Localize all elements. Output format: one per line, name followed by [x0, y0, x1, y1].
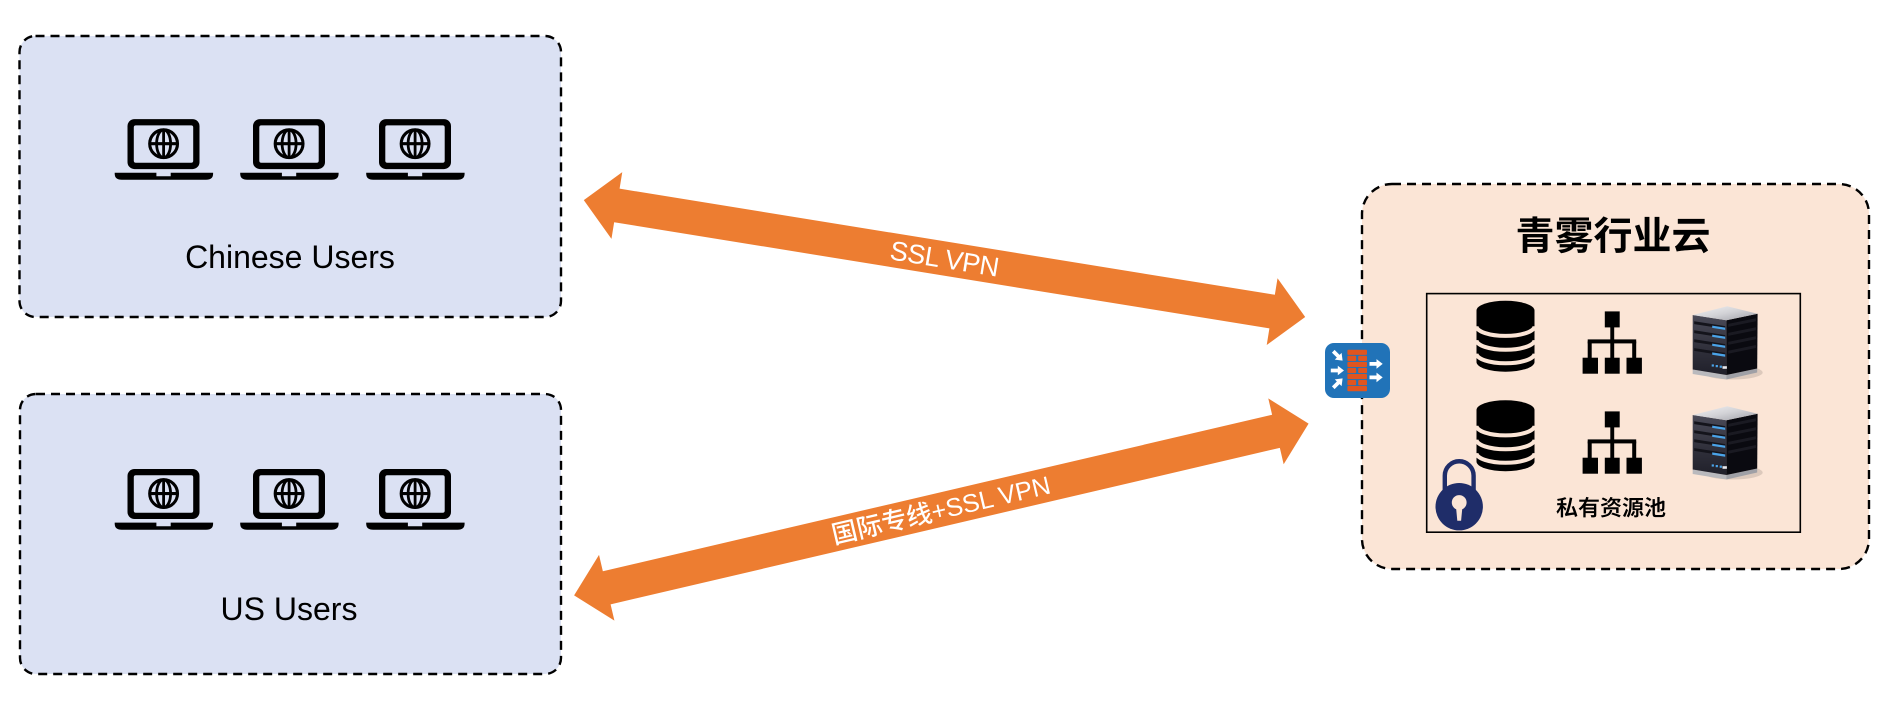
svg-text:US Users: US Users [221, 591, 358, 627]
svg-text:+SSL VPN: +SSL VPN [928, 472, 1053, 527]
svg-text:Chinese Users: Chinese Users [185, 239, 395, 275]
